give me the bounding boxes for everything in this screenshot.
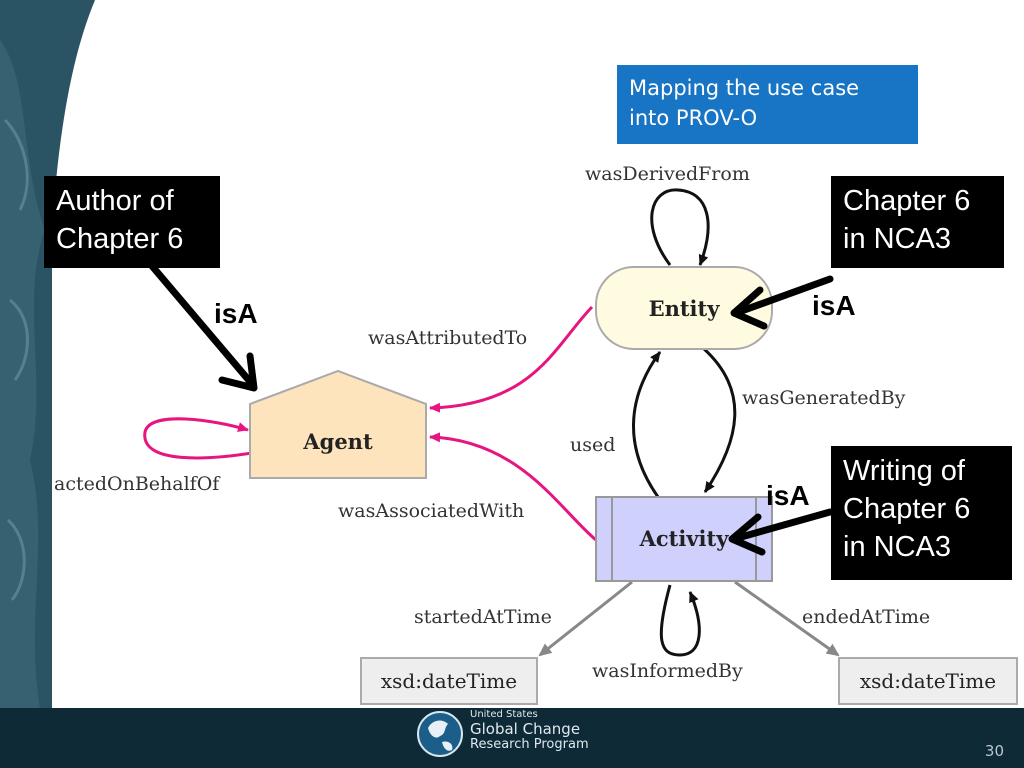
label-ended-at-time: endedAtTime: [802, 606, 930, 628]
label-was-informed-by: wasInformedBy: [592, 660, 743, 682]
isa-arrow-agent: [148, 262, 256, 388]
isa-label-entity: isA: [812, 290, 856, 321]
activity-label: Activity: [639, 526, 730, 551]
datetime-right-node: [838, 657, 1018, 705]
footer-org-line-2: Global Change: [470, 720, 581, 738]
datetime-right-label: xsd:dateTime: [860, 669, 996, 693]
footer-org-line-1: United States: [470, 709, 538, 720]
page-number: 30: [984, 742, 1004, 760]
title-line-2: into PROV-O: [629, 106, 758, 130]
edge-used: [632, 351, 662, 498]
callout-chapter-line-1: Chapter 6: [843, 185, 971, 217]
label-was-generated-by: wasGeneratedBy: [742, 387, 906, 409]
callout-chapter-line-2: in NCA3: [843, 223, 951, 255]
entity-label: Entity: [649, 296, 721, 321]
label-was-derived-from: wasDerivedFrom: [585, 163, 750, 185]
label-used: used: [570, 434, 615, 456]
edge-was-associated-with: [429, 432, 597, 542]
label-was-attributed-to: wasAttributedTo: [368, 327, 527, 349]
entity-node: [595, 266, 773, 350]
content-panel: [52, 0, 1024, 708]
usgcrp-logo: [417, 711, 463, 757]
callout-author: Author of Chapter 6: [44, 176, 220, 268]
callout-writing-line-1: Writing of: [843, 455, 965, 487]
label-acted-on-behalf-of: actedOnBehalfOf: [54, 473, 221, 495]
title-line-1: Mapping the use case: [629, 76, 860, 100]
edge-was-attributed-to: [429, 305, 594, 413]
datetime-left-label: xsd:dateTime: [381, 669, 517, 693]
isa-arrow-activity: [730, 508, 834, 543]
callout-author-line-1: Author of: [56, 185, 174, 217]
edge-started-at-time: [538, 580, 633, 657]
agent-node: [249, 369, 427, 479]
callout-writing: Writing of Chapter 6 in NCA3: [831, 446, 1012, 580]
label-started-at-time: startedAtTime: [414, 606, 552, 628]
slide-title-box: Mapping the use case into PROV-O: [617, 65, 918, 144]
label-was-associated-with: wasAssociatedWith: [338, 500, 524, 522]
edge-was-derived-from: [650, 188, 710, 266]
edge-acted-on-behalf-of: [143, 417, 259, 460]
callout-writing-line-2: Chapter 6: [843, 493, 971, 525]
edge-was-informed-by: [659, 584, 701, 657]
footer-org-line-3: Research Program: [470, 737, 589, 752]
callout-author-line-2: Chapter 6: [56, 223, 184, 255]
isa-label-agent: isA: [214, 298, 258, 329]
isa-label-activity: isA: [766, 480, 810, 511]
edge-was-generated-by: [701, 346, 737, 493]
isa-arrow-entity: [732, 275, 834, 317]
datetime-left-node: [360, 657, 538, 705]
callout-writing-line-3: in NCA3: [843, 531, 951, 563]
agent-label: Agent: [302, 429, 373, 454]
callout-chapter: Chapter 6 in NCA3: [831, 176, 1004, 268]
edge-ended-at-time: [734, 580, 840, 657]
